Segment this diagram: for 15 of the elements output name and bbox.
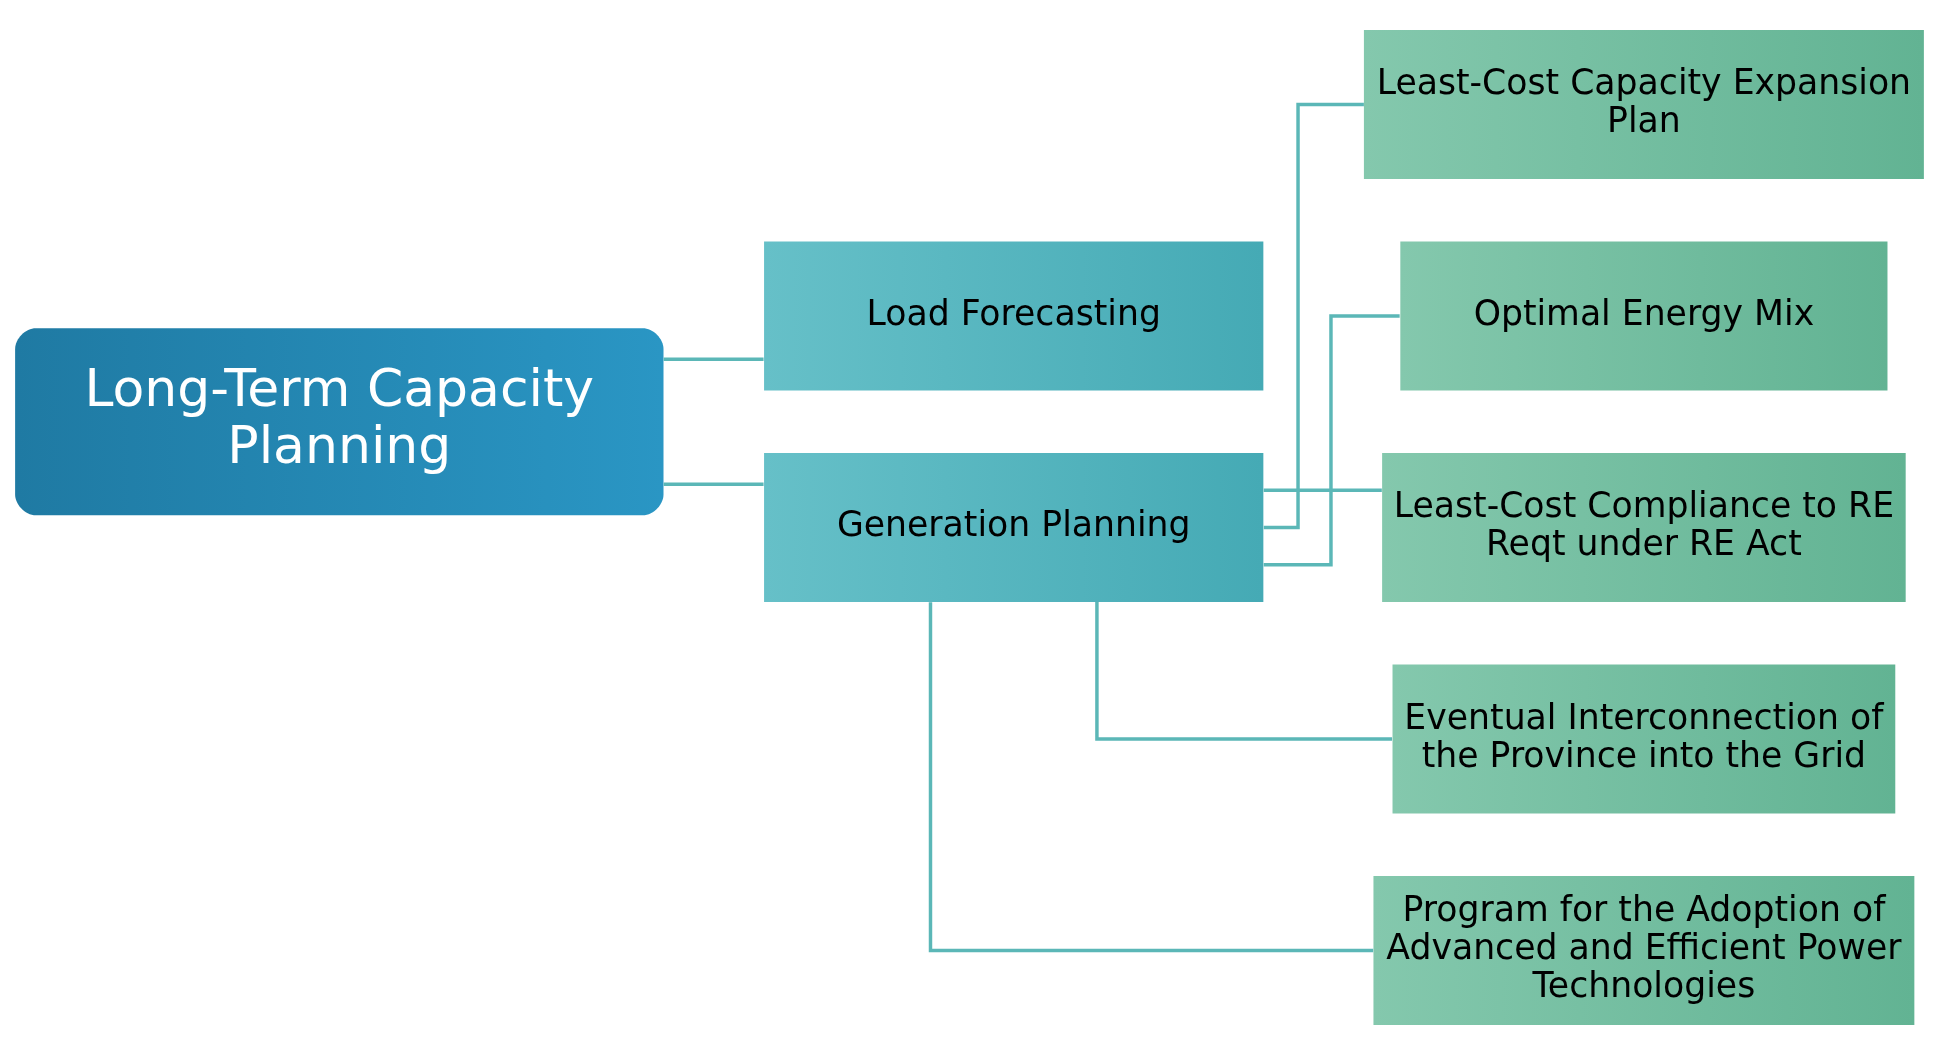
node-box: Load Forecasting: [764, 241, 1264, 391]
connector: [928, 602, 1374, 953]
connector: [663, 482, 764, 486]
connector: [1095, 602, 1393, 741]
connector: [1263, 314, 1400, 567]
node-box: Program for the Adoption of Advanced and Efficient Power Technologies: [1373, 875, 1915, 1026]
node-box: Eventual Interconnection of the Province into the Grid: [1392, 664, 1896, 814]
node-box: Generation Planning: [764, 452, 1264, 603]
connector: [663, 357, 764, 362]
node-box: Optimal Energy Mix: [1400, 241, 1888, 391]
node-box: Long-Term Capacity Planning: [15, 328, 664, 516]
node-box: Least-Cost Compliance to RE Reqt under RE Act: [1382, 452, 1906, 603]
node-box: Least-Cost Capacity Expansion Plan: [1363, 29, 1924, 180]
connector: [1263, 488, 1382, 492]
connector: [1263, 102, 1364, 530]
